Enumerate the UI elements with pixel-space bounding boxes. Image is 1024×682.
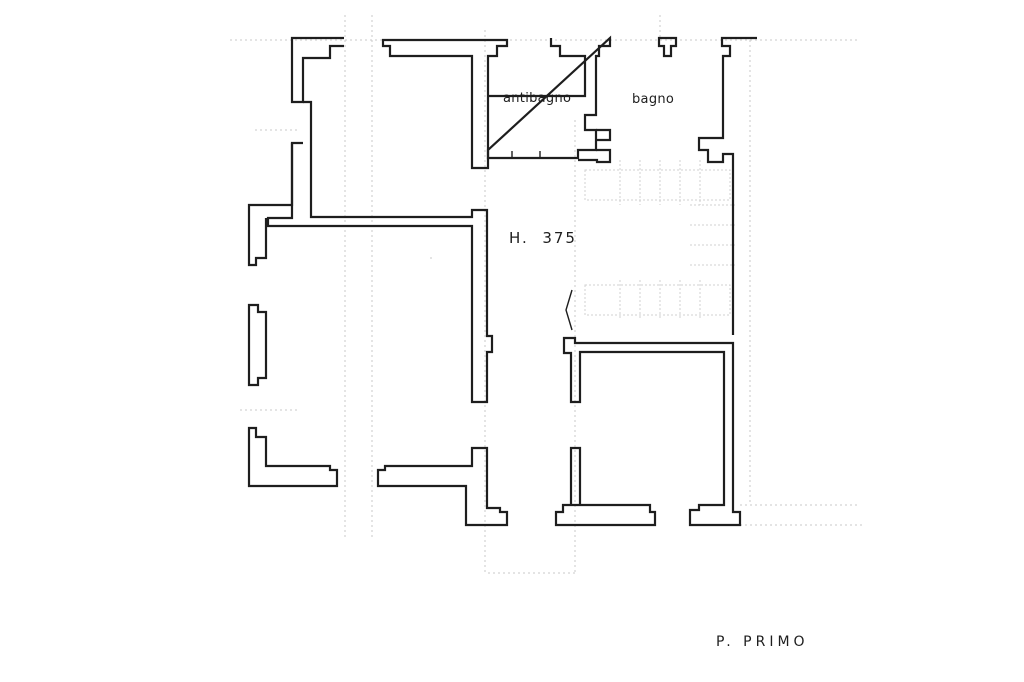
wall-antibagno: [488, 38, 587, 98]
wall-top-left-room: [381, 38, 509, 170]
wall-top-left-corner: [290, 36, 344, 104]
wall-lower-right-bottom: [554, 446, 657, 527]
wall-left-corner: [247, 143, 294, 267]
wall-left-top: [266, 100, 494, 404]
room-label-bagno: bagno: [632, 92, 674, 107]
wall-bagno-bottom: [578, 148, 612, 164]
walls: [247, 35, 757, 527]
floor-label: P. PRIMO: [716, 634, 809, 650]
stair-bracket: [565, 289, 573, 331]
staircase: [584, 160, 735, 320]
labels: antibagno bagno H. 375 P. PRIMO: [503, 91, 809, 650]
wall-bottom-left: [247, 426, 339, 488]
chimney: [657, 36, 678, 58]
construction-guides: [230, 15, 865, 575]
room-label-antibagno: antibagno: [503, 91, 571, 106]
height-label: H. 375: [509, 229, 577, 247]
wall-bagno-door: [596, 128, 612, 142]
wall-lower-right-room: [562, 336, 742, 527]
wall-antibagno-bottom: [486, 35, 612, 160]
wall-bottom-middle: [376, 446, 509, 527]
wall-bagno-right: [697, 36, 757, 335]
wall-left-window: [247, 303, 268, 387]
